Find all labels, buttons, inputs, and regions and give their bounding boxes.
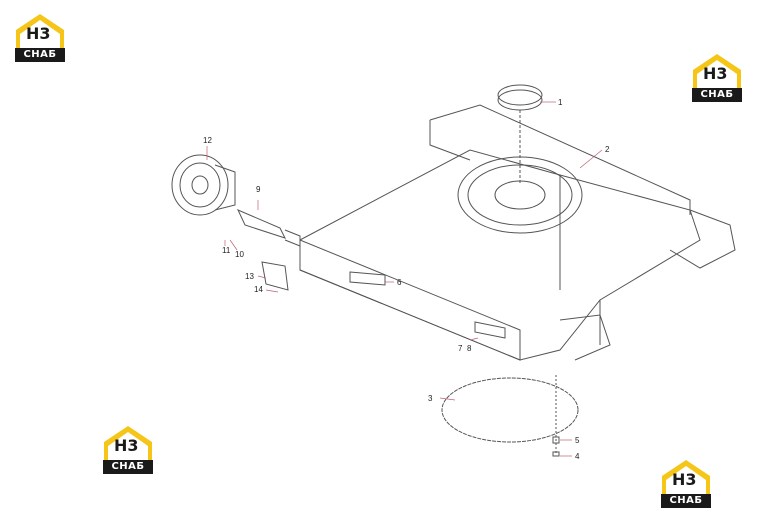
slewing-ring [457,156,583,234]
top-ring [497,84,543,106]
logo-mark: H3 [672,470,697,489]
callout-1: 1 [558,98,563,107]
frame-rail-left [299,239,521,361]
logo-mark: H3 [114,436,139,455]
callout-6: 6 [397,278,402,287]
mount-plate [474,321,506,339]
brand-logo: H3 СНАБ [658,458,714,510]
idler-wheel [171,154,229,216]
frame-body [299,149,701,361]
logo-caption: СНАБ [661,494,711,508]
bolt [552,436,560,444]
tension-spring [236,209,286,239]
callout-8: 8 [467,344,472,353]
mount-plate [349,271,386,286]
washer [552,451,560,457]
brand-logo: H3 СНАБ [689,52,745,104]
callout-9: 9 [256,185,261,194]
bracket-plate [261,261,289,291]
logo-caption: СНАБ [15,48,65,62]
callout-4: 4 [575,452,580,461]
callout-12: 12 [203,136,212,145]
logo-mark: H3 [26,24,51,43]
brand-logo: H3 СНАБ [100,424,156,476]
frame-rail-right [429,104,691,215]
callout-7: 7 [458,344,463,353]
brand-logo: H3 СНАБ [12,12,68,64]
callout-11: 11 [222,246,231,255]
callout-5: 5 [575,436,580,445]
callout-14: 14 [254,285,263,294]
logo-caption: СНАБ [692,88,742,102]
cover-plate [441,377,579,443]
callout-10: 10 [235,250,244,259]
logo-mark: H3 [703,64,728,83]
callout-3: 3 [428,394,433,403]
logo-caption: СНАБ [103,460,153,474]
callout-13: 13 [245,272,254,281]
callout-2: 2 [605,145,610,154]
